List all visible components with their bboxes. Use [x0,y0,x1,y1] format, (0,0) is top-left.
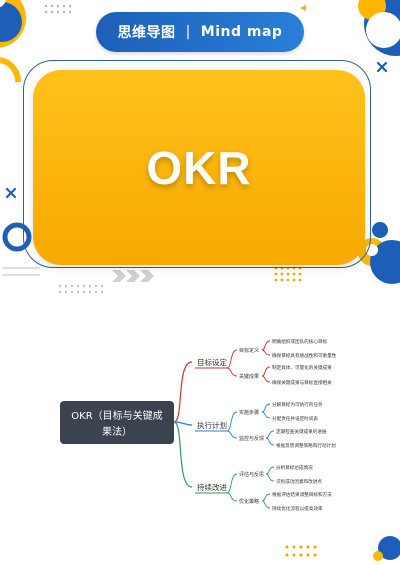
node-optimize-strategy: 优化策略 [239,498,259,505]
leaf-1-2: 确保目标具有挑战性和可衡量性 [272,352,337,359]
node-goal-definition: 目标定义 [239,347,259,354]
root-label-line2: 果法） [102,425,132,438]
cover-card: OKR [33,70,365,265]
leaf-1-3: 制定具体、可量化的关键成果 [272,364,332,371]
leaf-3-2: 识别成功因素和改进点 [276,478,322,485]
root-node [60,401,174,444]
leaf-1-4: 确保关键成果与目标直接相关 [272,379,332,386]
leaf-2-3: 定期检查关键成果的进展 [276,428,327,435]
branch-continuous-improvement: 持续改进 [197,482,227,492]
cover-title: OKR [146,141,252,194]
branch-execution-plan: 执行计划 [197,420,227,430]
cover-card-outline [23,60,371,268]
node-monitoring-feedback: 监控与反馈 [239,435,264,442]
leaf-3-4: 持续优化流程以提高效率 [272,505,323,512]
node-evaluation-reflection: 评估与反思 [239,471,264,478]
header-banner: 思维导图 | Mind map [96,12,304,52]
leaf-3-3: 根据评估结果调整目标和方法 [272,491,332,498]
leaf-2-1: 分解目标为可执行的任务 [272,401,323,408]
root-label-line1: OKR（目标与关键成 [71,409,162,422]
leaf-3-1: 分析目标达成情况 [276,464,313,471]
branch-goal-setting: 目标设定 [197,357,227,367]
leaf-2-2: 分配责任并设定时间表 [272,415,318,422]
leaf-2-4: 根据反馈调整策略和行动计划 [276,442,336,449]
header-title-en: Mind map [200,24,283,40]
node-key-results: 关键成果 [239,373,259,380]
header-title-cn: 思维导图 [117,25,176,41]
node-implementation-steps: 实施步骤 [239,409,259,416]
header-separator: | [185,24,191,40]
leaf-1-1: 明确组织或团队的核心目标 [272,338,328,345]
